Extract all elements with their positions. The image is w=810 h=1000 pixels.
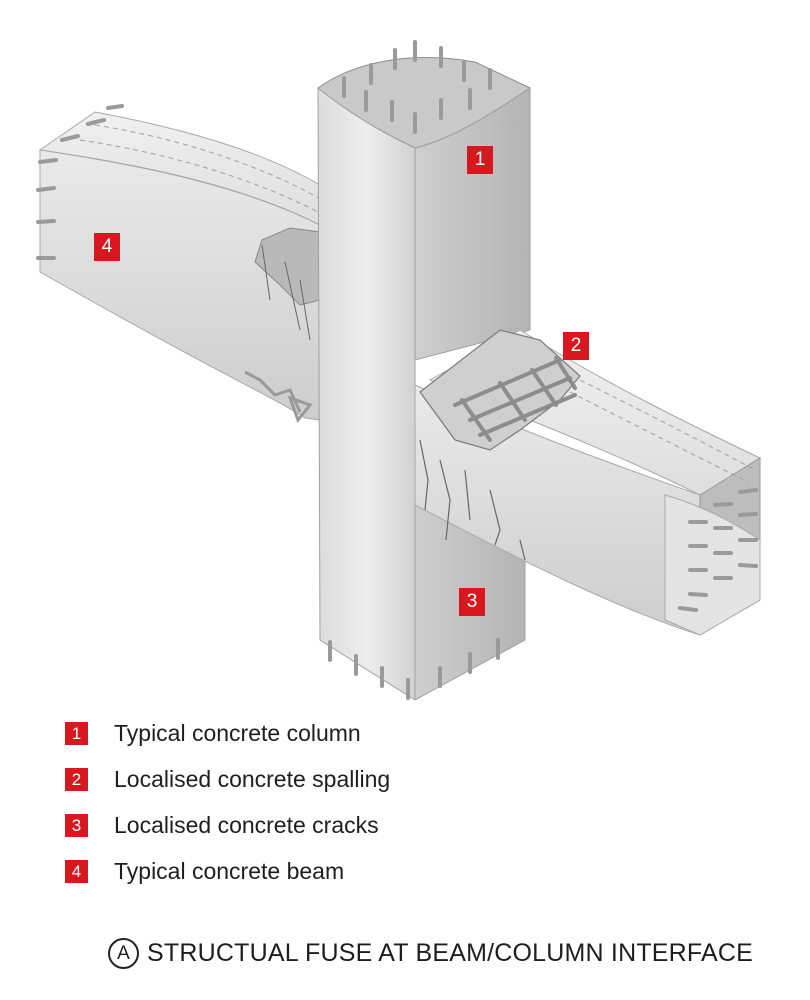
legend-item: 1 Typical concrete column — [65, 718, 390, 748]
caption-marker: A — [108, 938, 139, 969]
legend-label: Typical concrete column — [114, 719, 361, 746]
legend-item: 3 Localised concrete cracks — [65, 810, 390, 840]
column — [317, 57, 532, 700]
badge-4-beam: 4 — [94, 233, 120, 261]
legend-item: 4 Typical concrete beam — [65, 856, 390, 886]
legend-swatch: 4 — [65, 859, 88, 883]
column-right-face — [414, 87, 531, 361]
column-bottom-rebars — [328, 638, 500, 700]
left-beam-side-face — [39, 149, 321, 421]
legend-label: Localised concrete spalling — [114, 765, 391, 792]
legend-swatch: 1 — [65, 721, 88, 745]
left-beam-rebars — [36, 104, 124, 260]
badge-1-column: 1 — [467, 146, 493, 174]
column-top-rebars — [342, 40, 492, 134]
badge-2-spalling: 2 — [563, 332, 589, 360]
beam-column-diagram — [36, 40, 762, 700]
legend-label: Typical concrete beam — [114, 857, 345, 884]
legend-swatch: 3 — [65, 813, 88, 837]
badge-3-cracks: 3 — [459, 588, 485, 616]
legend: 1 Typical concrete column 2 Localised co… — [65, 718, 390, 902]
left-beam — [38, 111, 323, 424]
column-front-face — [317, 86, 416, 700]
legend-swatch: 2 — [65, 767, 88, 791]
caption-text: STRUCTUAL FUSE AT BEAM/COLUMN INTERFACE — [147, 939, 754, 967]
legend-label: Localised concrete cracks — [114, 811, 379, 838]
right-beam-rebars — [678, 488, 758, 612]
legend-item: 2 Localised concrete spalling — [65, 764, 390, 794]
right-beam — [414, 329, 762, 636]
figure-caption: A STRUCTUAL FUSE AT BEAM/COLUMN INTERFAC… — [108, 938, 798, 969]
